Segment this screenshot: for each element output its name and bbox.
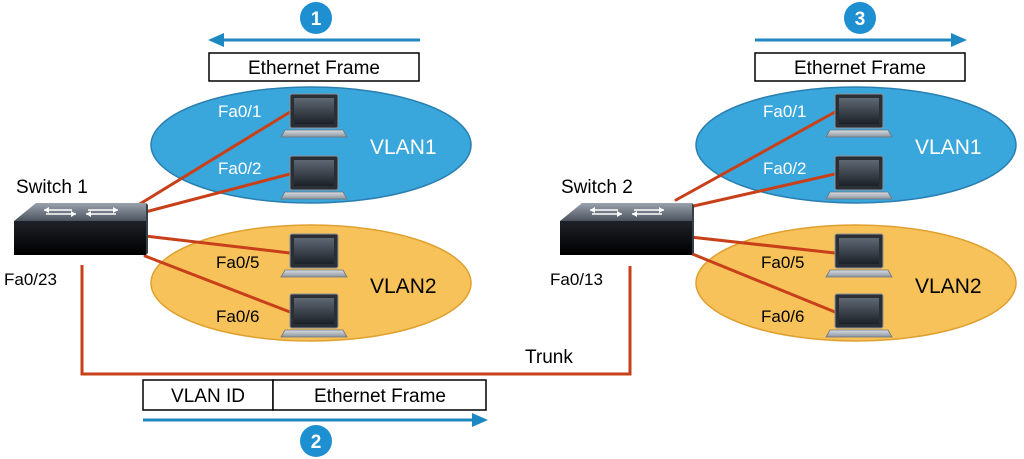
step3-number: 3 [855, 9, 866, 30]
vlan-id-tag-box [142, 379, 274, 411]
laptop-icon [280, 155, 348, 200]
sw2-trunk-port-label: Fa0/13 [550, 270, 603, 289]
laptop-icon [280, 233, 348, 278]
trunk-label: Trunk [525, 347, 573, 368]
vlan-id-label: VLAN ID [171, 386, 245, 407]
switch2-vlan2-zone [695, 224, 1017, 342]
link-sw2-fa05 [688, 235, 837, 255]
sw1-port-fa05-label: Fa0/5 [216, 253, 259, 272]
switch1-vlan2-zone [150, 224, 472, 342]
laptop-icon [825, 293, 893, 338]
switch2-icon [559, 202, 695, 256]
trunk-frame-label: Ethernet Frame [314, 386, 446, 407]
frame-label-top-left: Ethernet Frame [248, 58, 380, 79]
sw1-vlan2-label: VLAN2 [370, 275, 437, 298]
laptop-icon [280, 293, 348, 338]
arrowhead-left-icon [208, 33, 224, 47]
switch2-vlan1-zone [695, 86, 1017, 204]
arrowhead-right-icon [951, 33, 967, 47]
sw2-vlan1-label: VLAN1 [915, 136, 982, 159]
sw2-port-fa02-label: Fa0/2 [763, 159, 806, 178]
step2-badge [300, 425, 332, 457]
link-sw1-fa01 [128, 110, 292, 212]
trunk-link [80, 265, 632, 376]
switch1-vlan1-zone [150, 86, 472, 204]
step1-badge [300, 2, 332, 34]
step1-number: 1 [311, 9, 322, 30]
sw1-port-fa02-label: Fa0/2 [218, 159, 261, 178]
sw2-port-fa05-label: Fa0/5 [761, 253, 804, 272]
switch1-label: Switch 1 [16, 177, 88, 198]
sw1-vlan1-label: VLAN1 [370, 136, 437, 159]
step2-number: 2 [311, 432, 322, 453]
frame-box-top-left [208, 52, 420, 82]
arrowhead-right-icon [472, 413, 488, 427]
step3-badge [844, 2, 876, 34]
laptop-icon [825, 155, 893, 200]
frame-box-top-right [754, 52, 966, 82]
sw1-port-fa06-label: Fa0/6 [216, 307, 259, 326]
sw1-trunk-port-label: Fa0/23 [4, 270, 57, 289]
laptop-icon [280, 93, 348, 138]
link-sw2-fa06 [688, 251, 837, 314]
sw1-port-fa01-label: Fa0/1 [218, 102, 261, 121]
link-sw2-fa01 [674, 110, 837, 202]
sw2-port-fa06-label: Fa0/6 [761, 307, 804, 326]
link-sw1-fa05 [143, 234, 292, 255]
link-sw2-fa02 [674, 172, 837, 212]
frame-label-top-right: Ethernet Frame [794, 58, 926, 79]
laptop-icon [825, 93, 893, 138]
trunk-frame-box [272, 379, 487, 411]
switch1-icon [13, 202, 149, 256]
switch2-label: Switch 2 [561, 177, 633, 198]
sw2-vlan2-label: VLAN2 [915, 275, 982, 298]
laptop-icon [825, 233, 893, 278]
sw2-port-fa01-label: Fa0/1 [763, 102, 806, 121]
link-sw1-fa02 [128, 172, 292, 218]
link-sw1-fa06 [143, 254, 292, 314]
